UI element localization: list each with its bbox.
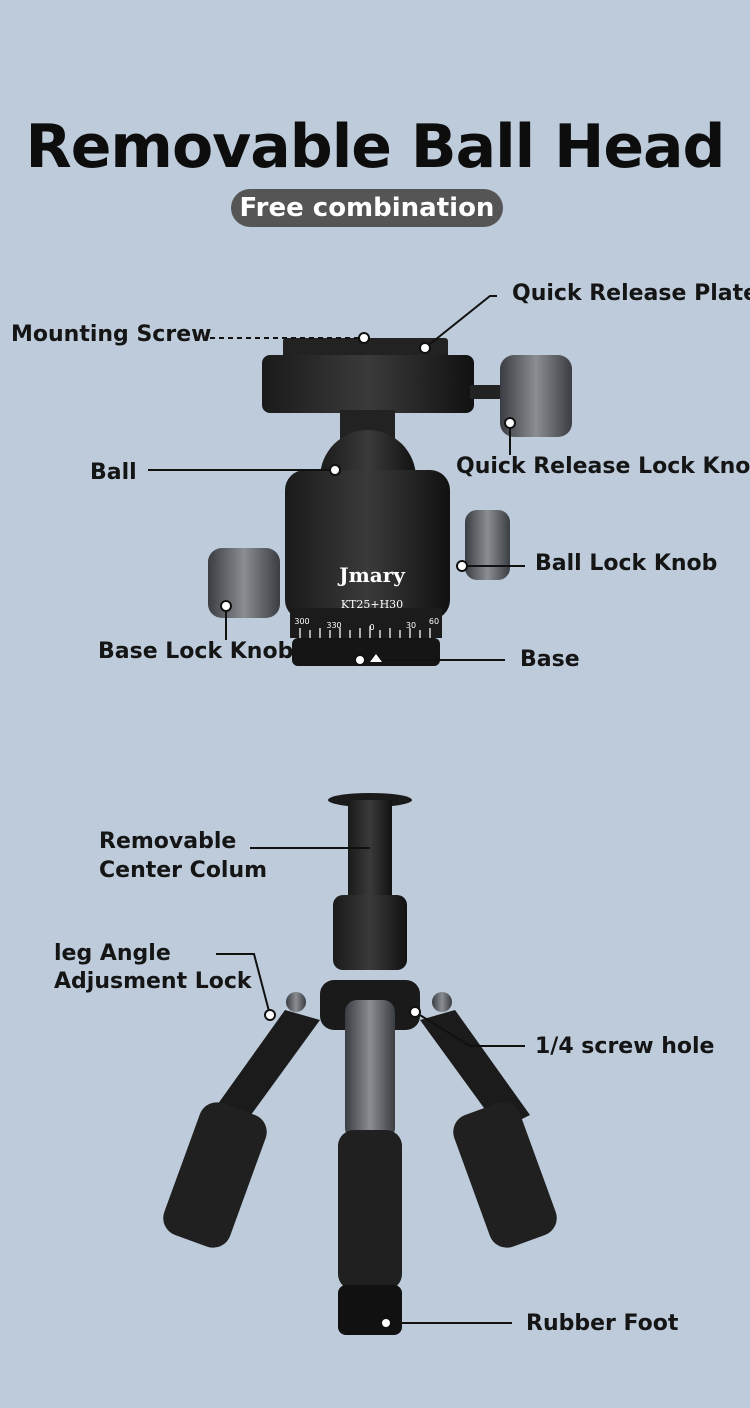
label-leg-angle-line2: Adjusment Lock: [54, 969, 252, 994]
label-center-column-line2: Center Colum: [99, 858, 268, 883]
label-ball-lock-knob: Ball Lock Knob: [535, 551, 718, 576]
label-rubber-foot: Rubber Foot: [526, 1311, 679, 1336]
label-center-column-line1: Removable: [99, 829, 237, 854]
tripod-image: [163, 793, 557, 1335]
scale-tick: 60: [429, 617, 439, 626]
scale-tick: 30: [406, 621, 416, 630]
scale-tick: 300: [294, 617, 309, 626]
label-mounting-screw: Mounting Screw: [11, 322, 212, 347]
ball-head-image: [208, 338, 572, 666]
callout-lines: [148, 295, 525, 1324]
rotation-scale: 300 330 0 30 60: [294, 617, 439, 632]
scale-tick: 330: [326, 621, 341, 630]
brand-logo: Jmary: [337, 563, 406, 587]
subtitle-badge: Free combination: [231, 189, 503, 227]
model-number: KT25+H30: [341, 598, 403, 611]
scale-tick: 0: [369, 623, 374, 632]
label-leg-angle-line1: leg Angle: [54, 941, 171, 966]
label-screw-hole: 1/4 screw hole: [535, 1034, 715, 1059]
label-ball: Ball: [90, 460, 137, 485]
label-quick-release-lock-knob: Quick Release Lock Knob: [456, 454, 750, 479]
label-base-lock-knob: Base Lock Knob: [98, 639, 294, 664]
callout-dots: [220, 332, 516, 1329]
label-base: Base: [520, 647, 580, 672]
label-quick-release-plate: Quick Release Plate: [512, 281, 750, 306]
page-title: Removable Ball Head: [25, 112, 726, 182]
